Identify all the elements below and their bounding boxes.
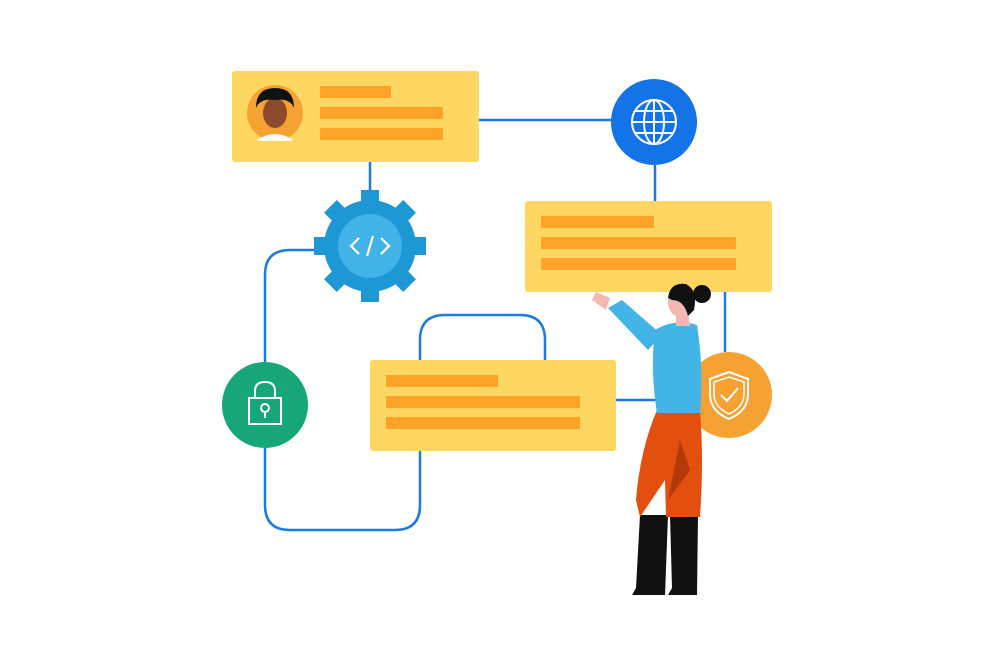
- info-card-center: [370, 360, 616, 451]
- shield-check-icon: [686, 352, 772, 438]
- info-card-right: [525, 201, 772, 292]
- woman-figure: [592, 283, 711, 595]
- user-avatar-icon: [247, 85, 303, 141]
- code-gear-icon: [314, 190, 426, 302]
- globe-icon: [611, 79, 697, 165]
- lock-icon: [222, 362, 308, 448]
- user-card: [232, 71, 479, 162]
- connector-lines: [263, 118, 727, 532]
